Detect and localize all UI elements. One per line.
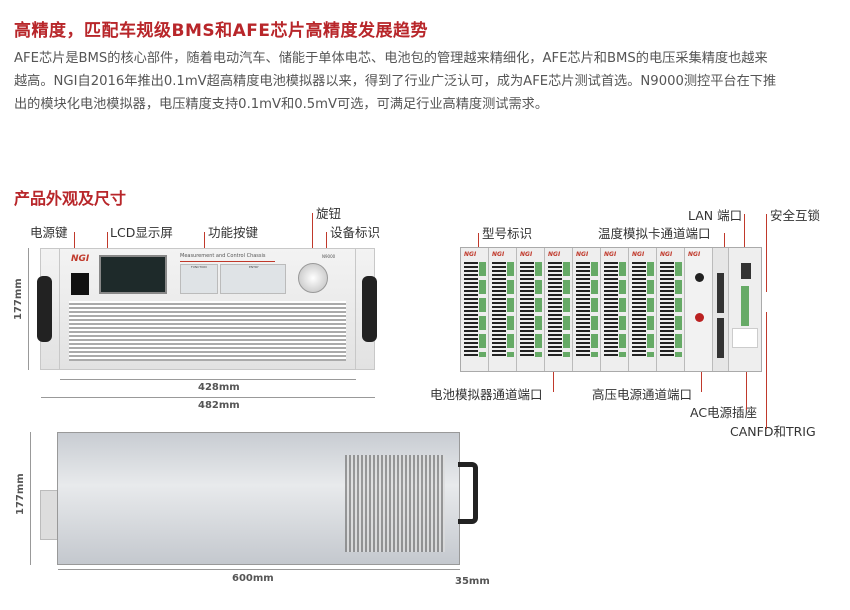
rear-chassis: NGI NGI NGI NGI NGI NGI NGI NGI NGI [460,247,762,372]
chassis-text: Measurement and Control Chassis [180,253,266,259]
label-canfd-trig: CANFD和TRIG [730,424,816,439]
rotary-knob [298,263,328,293]
page-title: 高精度，匹配车规级BMS和AFE芯片高精度发展趋势 [14,21,428,41]
handle-right [362,276,377,342]
entry-keypad: ENTRY [220,264,286,294]
section-title: 产品外观及尺寸 [14,189,127,208]
chassis-rule [180,261,275,262]
label-temp-port: 温度模拟卡通道端口 [598,226,711,241]
label-ac-socket: AC电源插座 [690,405,758,420]
label-function-keys: 功能按键 [208,225,259,240]
side-vent [345,455,445,552]
label-power-key: 电源键 [30,225,68,240]
function-keypad: FUNCTION [180,264,218,294]
para-line: AFE芯片是BMS的核心部件，随着电动汽车、储能于单体电芯、电池包的管理越来精细… [14,51,768,66]
vent-grille [69,301,346,361]
dim-outer-width: 482mm [198,400,240,411]
side-ear [40,490,58,540]
label-model-id: 型号标识 [482,226,533,241]
model-id: N9000 [322,254,336,259]
dim-height-side: 177mm [15,473,26,515]
label-lan-port: LAN 端口 [688,208,743,223]
label-device-id: 设备标识 [330,225,381,240]
lcd-screen [99,255,167,294]
dim-height-front: 177mm [13,278,24,320]
brand-logo: NGI [71,254,90,264]
label-knob: 旋钮 [316,206,342,221]
label-safety-interlock: 安全互锁 [770,208,821,223]
intro-paragraph: AFE芯片是BMS的核心部件，随着电动汽车、储能于单体电芯、电池包的管理越来精细… [14,47,839,116]
label-hv-port: 高压电源通道端口 [592,387,693,402]
power-switch [71,273,89,295]
function-label: FUNCTION [191,265,207,269]
label-lcd: LCD显示屏 [110,225,173,240]
side-handle [458,462,478,524]
handle-left [37,276,52,342]
para-line: 越高。NGI自2016年推出0.1mV超高精度电池模拟器以来，得到了行业广泛认可… [14,74,777,89]
dim-depth: 600mm [232,573,274,584]
label-battery-port: 电池模拟器通道端口 [430,387,543,402]
dim-inner-width: 428mm [198,382,240,393]
dim-handle: 35mm [455,576,490,587]
para-line: 出的模块化电池模拟器，电压精度支持0.1mV和0.5mV可选，可满足行业高精度测… [14,97,549,112]
entry-label: ENTRY [249,265,259,269]
